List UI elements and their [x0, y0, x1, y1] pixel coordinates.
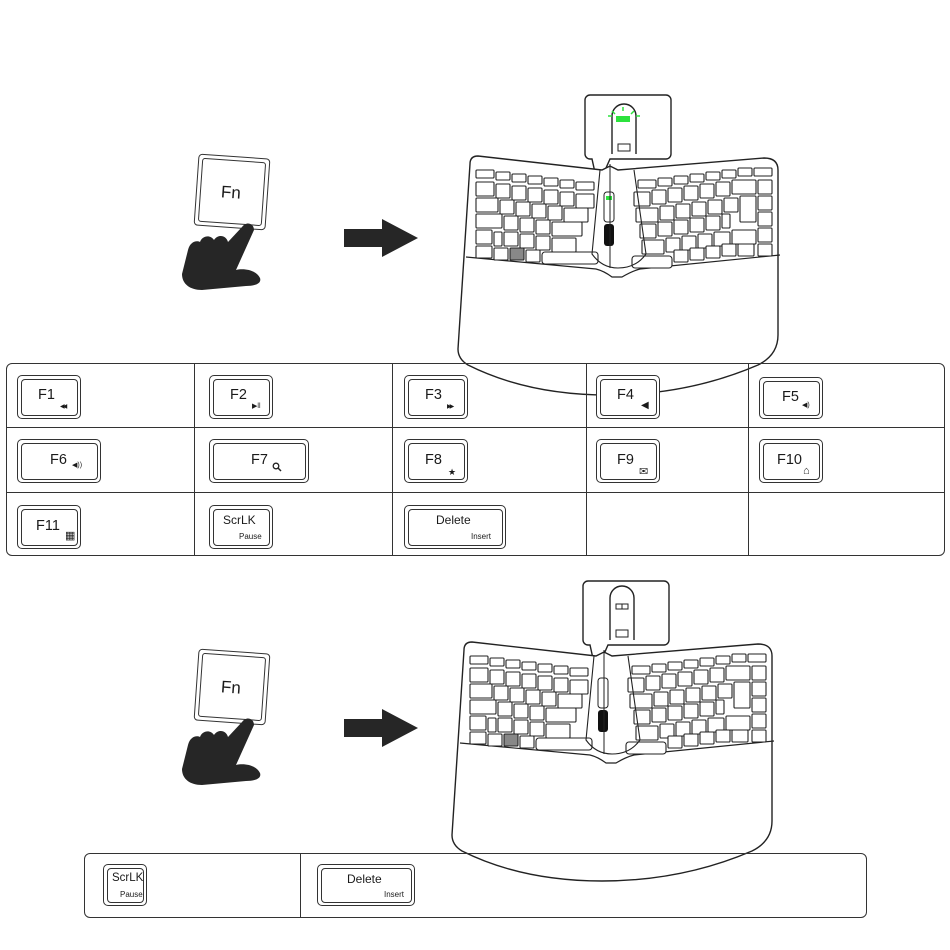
f3-key: F3 ▶▶ — [404, 375, 468, 419]
ergonomic-keyboard-illustration — [456, 578, 781, 843]
next-track-icon: ▶▶ — [447, 404, 452, 410]
f4-key: F4 ◀ — [596, 375, 660, 419]
indicator-callout — [585, 95, 671, 177]
right-arrow-icon — [344, 218, 420, 258]
pressing-hand-icon — [170, 710, 270, 790]
ergonomic-keyboard-illustration — [462, 92, 787, 357]
mute-icon: ◀ — [641, 401, 649, 411]
f7-key: F7 — [209, 439, 309, 483]
f9-key: F9 ✉ — [596, 439, 660, 483]
f1-key: F1 ◀◀ — [17, 375, 81, 419]
scroll-lock-key: ScrLK Pause — [209, 505, 273, 549]
f8-key: F8 ★ — [404, 439, 468, 483]
right-arrow-icon — [344, 708, 420, 748]
scroll-lock-key: ScrLK Pause — [103, 864, 147, 906]
f6-key: F6 ◀)) — [17, 439, 101, 483]
mail-icon: ✉ — [639, 467, 648, 478]
function-key-table: F1 ◀◀ F2 ▶ll F3 ▶▶ F4 ◀ F5 ◀) F6 ◀)) F7 … — [6, 363, 945, 556]
f10-key: F10 ⌂ — [759, 439, 823, 483]
f5-key: F5 ◀) — [759, 377, 823, 419]
delete-key: Delete Insert — [404, 505, 506, 549]
delete-key: Delete Insert — [317, 864, 415, 906]
play-pause-icon: ▶ll — [252, 403, 261, 410]
favorites-star-icon: ★ — [448, 468, 456, 477]
search-icon — [272, 462, 282, 472]
pressing-hand-icon — [170, 215, 270, 295]
volume-up-icon: ◀)) — [72, 462, 82, 469]
f11-key: F11 ▦ — [17, 505, 81, 549]
indicator-callout — [583, 581, 669, 663]
fn-key-label: Fn — [220, 182, 241, 203]
lock-key-table: ScrLK Pause Delete Insert — [84, 853, 867, 918]
volume-down-icon: ◀) — [802, 402, 810, 409]
calculator-icon: ▦ — [65, 531, 75, 542]
home-icon: ⌂ — [803, 466, 810, 477]
previous-track-icon: ◀◀ — [60, 404, 65, 410]
fn-key-label: Fn — [220, 677, 241, 698]
f2-key: F2 ▶ll — [209, 375, 273, 419]
